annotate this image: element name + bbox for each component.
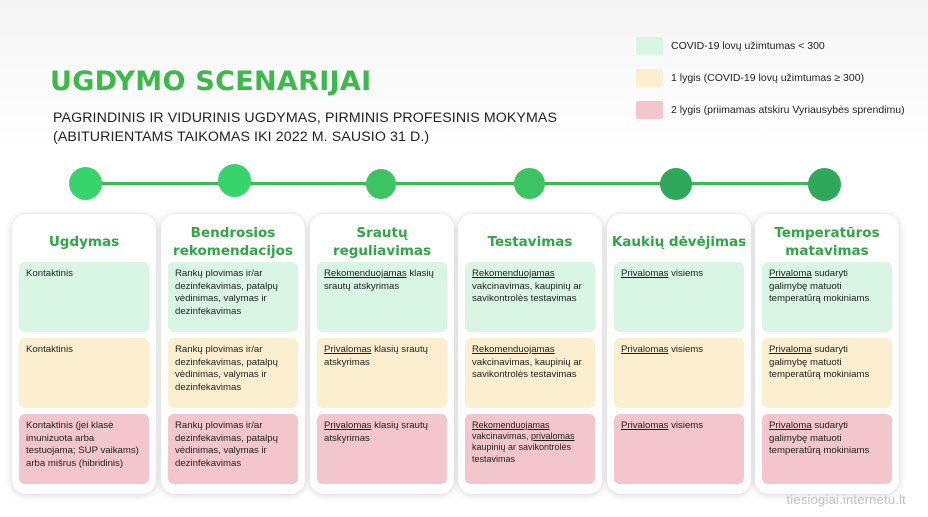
cell-keyword: Rekomenduojamas bbox=[324, 268, 407, 279]
cell-level-2: Kontaktinis (jei klasė imunizuota arba t… bbox=[19, 414, 149, 484]
legend-label: COVID-19 lovų užimtumas < 300 bbox=[671, 40, 825, 52]
card-header: Bendrosios rekomendacijos bbox=[173, 225, 293, 259]
legend-item-green: COVID-19 lovų užimtumas < 300 bbox=[636, 36, 905, 56]
cell-text: Kontaktinis bbox=[26, 268, 73, 279]
scenario-card-bendrosios-rekomendacijos: Bendrosios rekomendacijos Rankų plovimas… bbox=[161, 214, 305, 494]
legend: COVID-19 lovų užimtumas < 300 1 lygis (C… bbox=[636, 36, 905, 132]
cell-level-1: Privalomas klasių srautų atskyrimas bbox=[317, 338, 447, 408]
cell-level-1: Rekomenduojamas vakcinavimas, kaupinių a… bbox=[465, 338, 595, 408]
subtitle-line-1: PAGRINDINIS IR VIDURINIS UGDYMAS, PIRMIN… bbox=[53, 110, 558, 126]
scenario-card-srautu-reguliavimas: Srautų reguliavimas Rekomenduojamas klas… bbox=[310, 214, 454, 494]
legend-swatch-yellow bbox=[636, 69, 663, 87]
scenario-card-ugdymas: Ugdymas Kontaktinis Kontaktinis Kontakti… bbox=[12, 214, 156, 494]
timeline-line bbox=[86, 182, 826, 185]
cell-level-1: Kontaktinis bbox=[19, 338, 149, 408]
cell-level-green: Kontaktinis bbox=[19, 262, 149, 332]
cell-level-green: Rankų plovimas ir/ar dezinfekavimas, pat… bbox=[168, 262, 298, 332]
timeline-dot-5 bbox=[660, 168, 692, 200]
cell-keyword: Privaloma bbox=[769, 268, 812, 279]
timeline-dot-6 bbox=[808, 168, 841, 201]
legend-item-red: 2 lygis (priimamas atskiru Vyriausybės s… bbox=[636, 100, 905, 120]
scenario-card-kaukiu-devejimas: Kaukių dėvėjimas Privalomas visiems Priv… bbox=[607, 214, 751, 494]
card-header: Srautų reguliavimas bbox=[332, 225, 432, 259]
page-title: UGDYMO SCENARIJAI bbox=[50, 66, 372, 97]
cell-keyword: Rekomenduojamas bbox=[472, 420, 550, 430]
cell-level-green: Rekomenduojamas klasių srautų atskyrimas bbox=[317, 262, 447, 332]
timeline-dot-4 bbox=[514, 168, 545, 199]
cell-keyword: Privaloma bbox=[769, 344, 812, 355]
cell-keyword: Privalomas bbox=[621, 268, 669, 279]
cell-text: visiems bbox=[668, 420, 704, 431]
cell-text: Rankų plovimas ir/ar dezinfekavimas, pat… bbox=[175, 420, 278, 469]
cell-level-2: Privaloma sudaryti galimybę matuoti temp… bbox=[762, 414, 892, 484]
cell-level-2: Rankų plovimas ir/ar dezinfekavimas, pat… bbox=[168, 414, 298, 484]
page-subtitle: PAGRINDINIS IR VIDURINIS UGDYMAS, PIRMIN… bbox=[53, 109, 557, 147]
cell-text: kaupinių ar savikontrolės testavimas bbox=[472, 442, 572, 464]
cell-level-2: Privalomas klasių srautų atskyrimas bbox=[317, 414, 447, 484]
cell-text: visiems bbox=[668, 344, 704, 355]
legend-label: 2 lygis (priimamas atskiru Vyriausybės s… bbox=[671, 104, 905, 116]
cell-keyword: Privaloma bbox=[769, 420, 812, 431]
cell-text: sudaryti galimybę matuoti temperatūrą mo… bbox=[769, 344, 870, 381]
cell-keyword: Rekomenduojamas bbox=[472, 344, 555, 355]
cell-level-green: Rekomenduojamas vakcinavimas, kaupinių a… bbox=[465, 262, 595, 332]
cell-text: klasių srautų atskyrimas bbox=[324, 268, 434, 292]
cell-level-2: Privalomas visiems bbox=[614, 414, 744, 484]
card-header: Testavimas bbox=[487, 234, 573, 250]
cell-level-1: Rankų plovimas ir/ar dezinfekavimas, pat… bbox=[168, 338, 298, 408]
scenario-card-testavimas: Testavimas Rekomenduojamas vakcinavimas,… bbox=[458, 214, 602, 494]
cell-text: sudaryti galimybę matuoti temperatūrą mo… bbox=[769, 268, 870, 305]
cell-keyword: Privalomas bbox=[324, 420, 372, 431]
timeline-dot-2 bbox=[218, 164, 251, 197]
cell-level-1: Privaloma sudaryti galimybę matuoti temp… bbox=[762, 338, 892, 408]
cell-text: Kontaktinis bbox=[26, 344, 73, 355]
watermark: tiesiogiai.internetu.lt bbox=[786, 492, 906, 507]
legend-label: 1 lygis (COVID-19 lovų užimtumas ≥ 300) bbox=[671, 72, 865, 84]
cell-level-1: Privalomas visiems bbox=[614, 338, 744, 408]
cell-level-green: Privaloma sudaryti galimybę matuoti temp… bbox=[762, 262, 892, 332]
cell-text: Kontaktinis (jei klasė imunizuota arba t… bbox=[26, 420, 139, 469]
cell-text: sudaryti galimybę matuoti temperatūrą mo… bbox=[769, 420, 870, 457]
cell-keyword: Rekomenduojamas bbox=[472, 268, 555, 279]
card-header: Kaukių dėvėjimas bbox=[611, 234, 747, 250]
card-header: Temperatūros matavimas bbox=[774, 225, 880, 259]
cell-level-2: Rekomenduojamas vakcinavimas, privalomas… bbox=[465, 414, 595, 484]
cell-text: klasių srautų atskyrimas bbox=[324, 420, 428, 444]
cell-text: vakcinavimas, kaupinių ar savikontrolės … bbox=[472, 280, 582, 305]
card-header: Ugdymas bbox=[48, 234, 120, 250]
cell-text: vakcinavimas, kaupinių ar savikontrolės … bbox=[472, 356, 582, 381]
cell-text: klasių srautų atskyrimas bbox=[324, 344, 428, 368]
legend-swatch-green bbox=[636, 37, 663, 55]
cell-text: Rankų plovimas ir/ar dezinfekavimas, pat… bbox=[175, 268, 278, 317]
timeline-dot-3 bbox=[366, 169, 396, 199]
subtitle-line-2: (ABITURIENTAMS TAIKOMAS IKI 2022 M. SAUS… bbox=[53, 129, 430, 145]
scenario-card-temperaturos-matavimas: Temperatūros matavimas Privaloma sudaryt… bbox=[755, 214, 899, 494]
cell-text: Rankų plovimas ir/ar dezinfekavimas, pat… bbox=[175, 344, 278, 393]
legend-swatch-red bbox=[636, 101, 663, 119]
legend-item-yellow: 1 lygis (COVID-19 lovų užimtumas ≥ 300) bbox=[636, 68, 905, 88]
cell-text: visiems bbox=[668, 268, 704, 279]
timeline-dot-1 bbox=[69, 167, 102, 200]
cell-text: vakcinavimas, bbox=[472, 431, 532, 442]
cell-keyword: privalomas bbox=[531, 431, 575, 442]
cell-keyword: Privalomas bbox=[621, 344, 669, 355]
cell-keyword: Privalomas bbox=[621, 420, 669, 431]
cell-keyword: Privalomas bbox=[324, 344, 372, 355]
cell-level-green: Privalomas visiems bbox=[614, 262, 744, 332]
